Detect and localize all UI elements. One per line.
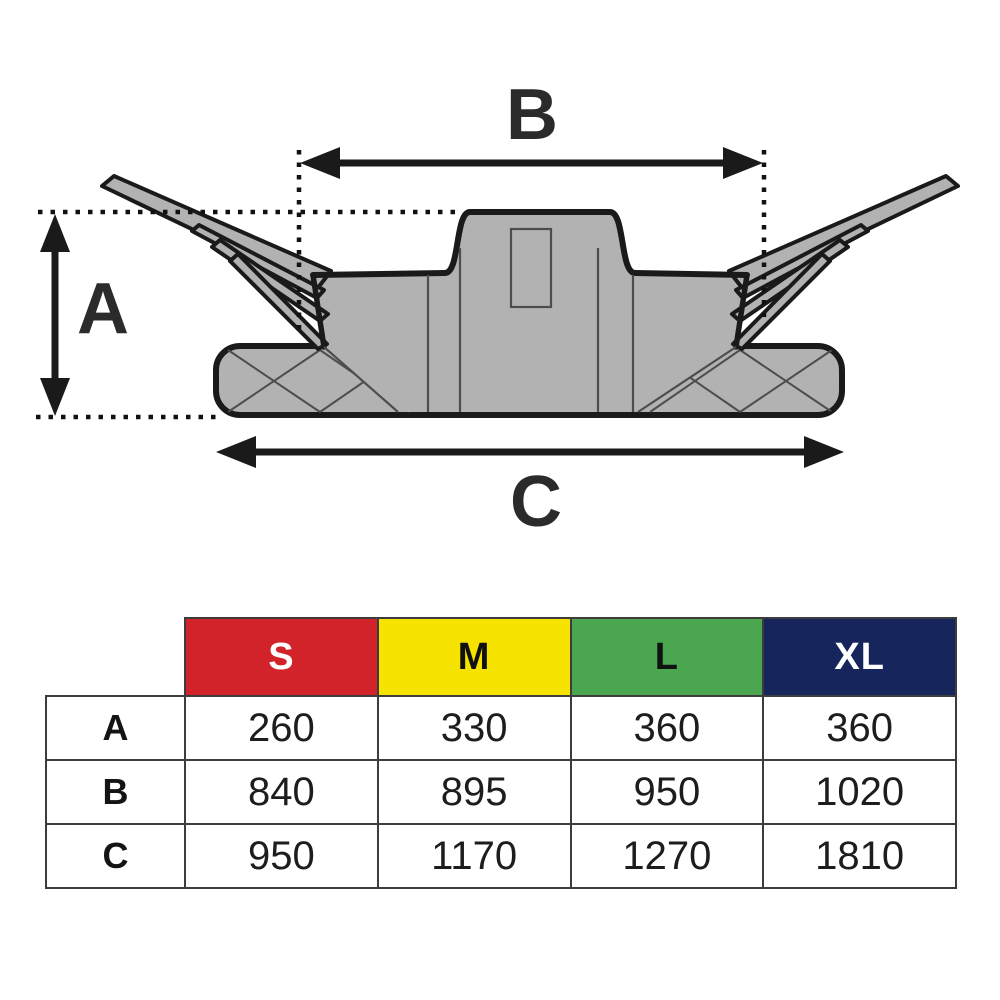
dimension-arrow-c	[216, 436, 844, 468]
dimension-label-b: B	[506, 75, 558, 155]
size-column-s: S	[184, 617, 379, 697]
corner-cell	[46, 618, 185, 696]
reference-dotted-lines	[36, 150, 767, 420]
size-table: S M L XL A 260 330 360 360 B 840 895 950…	[45, 617, 957, 889]
dimension-arrow-a	[40, 214, 70, 416]
size-column-xl: XL	[762, 617, 957, 697]
size-column-l: L	[569, 617, 765, 697]
sling-body	[313, 212, 747, 412]
table-row-b: B 840 895 950 1020	[45, 759, 957, 825]
row-label-c: C	[45, 823, 186, 889]
sling-diagram-svg: A B C	[36, 75, 960, 542]
dimension-value: 840	[184, 759, 379, 825]
sling-body-outline	[310, 209, 750, 350]
dimension-value: 330	[376, 695, 572, 761]
dimension-arrow-b	[300, 147, 763, 179]
row-label-b: B	[45, 759, 186, 825]
right-strap-bundle	[727, 174, 960, 351]
product-dimension-diagram: A B C	[36, 75, 960, 542]
dimension-value: 895	[376, 759, 572, 825]
dimension-label-c: C	[510, 462, 562, 542]
dimension-value: 1170	[376, 823, 572, 889]
size-header-row: S M L XL	[46, 617, 957, 697]
table-row-a: A 260 330 360 360	[45, 695, 957, 761]
dimension-value: 1020	[762, 759, 957, 825]
size-column-m: M	[376, 617, 572, 697]
left-strap-bundle	[100, 174, 333, 351]
dimension-value: 950	[569, 759, 765, 825]
dimension-value: 1270	[569, 823, 765, 889]
dimension-value: 360	[762, 695, 957, 761]
dimension-value: 260	[184, 695, 379, 761]
sling-body-seams	[323, 227, 737, 413]
dimension-label-a: A	[77, 269, 129, 349]
table-row-c: C 950 1170 1270 1810	[45, 823, 957, 889]
dimension-value: 1810	[762, 823, 957, 889]
product-label-patch	[509, 227, 553, 309]
right-strap-web-3	[731, 252, 832, 351]
row-label-a: A	[45, 695, 186, 761]
left-strap-web-3	[228, 252, 329, 351]
dimension-value: 950	[184, 823, 379, 889]
dimension-value: 360	[569, 695, 765, 761]
